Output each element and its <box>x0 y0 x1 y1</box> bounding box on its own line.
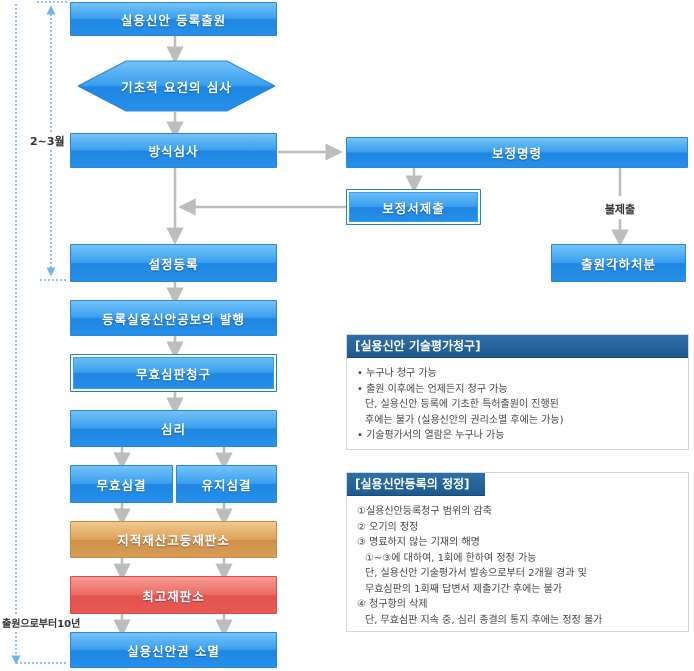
step-formality-exam: 방식심사 <box>70 133 277 168</box>
evaluation-line-4: 후에는 불가 (실용신안의 권리소멸 후에는 가능) <box>365 414 564 426</box>
correction-line-4: ①~③에 대하여, 1회에 한하여 정정 가능 <box>365 552 537 564</box>
label-term: 출원으로부터10년 <box>0 615 83 630</box>
evaluation-line-3: 단, 실용신안 등록에 기초한 특허출원이 진행된 <box>365 399 559 410</box>
step-extinction: 실용신안권 소멸 <box>70 632 277 668</box>
correction-line-7: ④ 청구항의 삭제 <box>357 599 428 610</box>
correction-line-5: 단, 실용신안 기술평가서 발송으로부터 2개월 경과 및 <box>365 568 587 579</box>
step-invalidation-request: 무효심판청구 <box>70 354 277 392</box>
panel-technical-evaluation: [실용신안 기술평가청구] • 누구나 청구 가능 • 출원 이후에는 언제든지… <box>346 334 689 450</box>
step-submit-amendment: 보정서제출 <box>346 189 481 225</box>
evaluation-line-5: • 기술평가서의 열람은 누구나 가능 <box>357 430 505 441</box>
step-basic-review: 기초적 요건의 심사 <box>121 79 232 95</box>
panel-evaluation-title: [실용신안 기술평가청구] <box>347 335 688 358</box>
step-basic-review-diamond <box>78 60 275 112</box>
panel-registration-correction: [실용신안등록의 정정] ①실용신안등록청구 범위의 감축 ② 오기의 정정 ③… <box>346 472 689 632</box>
correction-line-3: ③ 명료하지 않는 기재의 해명 <box>357 537 480 548</box>
evaluation-line-1: • 누구나 청구 가능 <box>357 368 437 379</box>
correction-line-8: 단, 무효심판 지속 중, 심리 종결의 통지 후에는 정정 불가 <box>365 614 603 626</box>
step-correction-order: 보정명령 <box>346 137 688 168</box>
correction-line-2: ② 오기의 정정 <box>357 521 419 533</box>
correction-line-1: ①실용신안등록청구 범위의 감축 <box>357 506 492 517</box>
label-review-period: 2~3월 <box>28 133 67 149</box>
evaluation-line-2: • 출원 이후에는 언제든지 청구 가능 <box>357 383 508 395</box>
panel-correction-title: [실용신안등록의 정정] <box>347 473 485 496</box>
step-maintain-decision: 유지심결 <box>176 465 277 503</box>
step-patent-court: 지적재산고등재판소 <box>70 521 277 558</box>
step-dismissal: 출원각하처분 <box>551 244 686 282</box>
step-supreme-court: 최고재판소 <box>70 576 277 614</box>
correction-line-6: 무효심판의 1회째 답변서 제출기간 후에는 불가 <box>365 583 563 595</box>
step-application: 실용신안 등록출원 <box>70 2 277 36</box>
step-registration: 설정등록 <box>70 244 277 282</box>
label-no-submission: 불제출 <box>598 199 642 219</box>
step-invalid-decision: 무효심결 <box>70 465 173 503</box>
step-publication: 등록실용신안공보의 발행 <box>70 300 277 336</box>
step-trial: 심리 <box>70 410 277 447</box>
